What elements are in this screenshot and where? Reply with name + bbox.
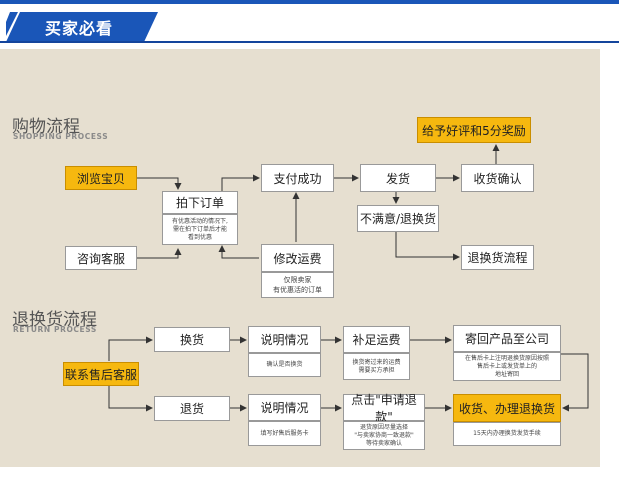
explain-exchange-label: 说明情况 xyxy=(260,333,309,347)
refund-step: 退货 xyxy=(154,396,230,421)
ship-step: 发货 xyxy=(360,164,436,192)
order-note-box: 有优惠活动的情况下, 需在拍下订单后才能 看到优惠 xyxy=(162,214,238,245)
receive-process-label: 收货、办理退换货 xyxy=(458,401,555,416)
return-section-subtitle: RETURN PROCESS xyxy=(13,325,97,334)
send-back-note-line-3: 地址寄回 xyxy=(494,370,519,378)
supplement-shipping-step: 补足运费 xyxy=(343,326,410,353)
apply-note-line-2: "与卖家协商一致退款" xyxy=(354,431,414,439)
receipt-confirm-step: 收货确认 xyxy=(461,164,534,192)
header-tab-shape xyxy=(6,12,158,42)
refund-label: 退货 xyxy=(179,402,204,416)
return-flow-step: 退换货流程 xyxy=(461,245,534,270)
explain-exchange-step: 说明情况 xyxy=(248,326,321,353)
explain-exchange-note-box: 确认是否换货 xyxy=(248,353,321,377)
receive-process-note-box: 15天内办理换货发货手续 xyxy=(453,422,561,446)
send-back-label: 寄回产品至公司 xyxy=(464,332,549,346)
unsatisfied-label: 不满意/退换货 xyxy=(359,212,437,226)
header-underline xyxy=(0,41,619,43)
explain-refund-step: 说明情况 xyxy=(248,394,321,421)
header-bar: 买家必看 xyxy=(0,0,619,44)
exchange-step: 换货 xyxy=(154,327,230,352)
order-note-line-2: 需在拍下订单后才能 xyxy=(172,225,227,233)
modify-shipping-label: 修改运费 xyxy=(273,251,322,266)
supplement-note-line-1: 换货寄过来的运费 xyxy=(352,358,401,366)
consult-step: 咨询客服 xyxy=(65,246,137,270)
receive-process-step: 收货、办理退换货 xyxy=(453,394,561,422)
explain-refund-label: 说明情况 xyxy=(260,401,309,415)
apply-refund-note-box: 退货原因尽量选择 "与卖家协商一致退款" 等待卖家确认 xyxy=(343,421,425,450)
shopping-section-subtitle: SHOPPING PROCESS xyxy=(13,132,109,141)
shopping-section-title: 购物流程 xyxy=(12,117,80,137)
supplement-shipping-note-box: 换货寄过来的运费 需要买方承担 xyxy=(343,353,410,380)
send-back-note-line-1: 在售后卡上注明退换货原因按照 xyxy=(464,354,549,362)
exchange-label: 换货 xyxy=(179,333,204,347)
order-note-line-1: 有优惠活动的情况下, xyxy=(172,217,228,225)
order-label: 拍下订单 xyxy=(175,196,224,210)
apply-refund-step: 点击"申请退款" xyxy=(343,393,425,424)
order-note-line-3: 看到优惠 xyxy=(187,233,212,241)
contact-aftersales-label: 联系售后客服 xyxy=(64,367,137,382)
modify-shipping-note-box: 仅限卖家 有优惠活的订单 xyxy=(261,272,334,298)
apply-note-line-3: 等待卖家确认 xyxy=(365,439,402,447)
send-back-note-line-2: 售后卡上或发货单上的 xyxy=(476,362,537,370)
explain-refund-note: 填写好售后服务卡 xyxy=(260,429,309,437)
modify-shipping-step: 修改运费 xyxy=(261,244,334,272)
pay-success-step: 支付成功 xyxy=(261,164,334,192)
consult-label: 咨询客服 xyxy=(76,251,125,266)
header-stripe xyxy=(0,0,619,4)
pay-success-label: 支付成功 xyxy=(273,171,322,186)
order-step: 拍下订单 xyxy=(162,191,238,214)
browse-label: 浏览宝贝 xyxy=(76,171,125,186)
supplement-note-line-2: 需要买方承担 xyxy=(358,366,395,374)
review-reward-step: 给予好评和5分奖励 xyxy=(417,117,531,143)
modify-note-line-2: 有优惠活的订单 xyxy=(273,286,322,294)
apply-refund-label: 点击"申请退款" xyxy=(351,392,417,424)
modify-note-line-1: 仅限卖家 xyxy=(283,276,312,284)
page-title: 买家必看 xyxy=(45,19,114,38)
unsatisfied-step: 不满意/退换货 xyxy=(357,205,439,232)
apply-note-line-1: 退货原因尽量选择 xyxy=(359,423,408,431)
ship-label: 发货 xyxy=(385,171,410,186)
explain-exchange-note: 确认是否换货 xyxy=(266,361,303,368)
return-section-title: 退换货流程 xyxy=(12,310,97,330)
receive-process-note: 15天内办理换货发货手续 xyxy=(473,430,541,437)
explain-refund-note-box: 填写好售后服务卡 xyxy=(248,421,321,446)
send-back-step: 寄回产品至公司 xyxy=(453,325,561,352)
send-back-note-box: 在售后卡上注明退换货原因按照 售后卡上或发货单上的 地址寄回 xyxy=(453,352,561,381)
return-flow-label: 退换货流程 xyxy=(467,251,528,265)
review-reward-label: 给予好评和5分奖励 xyxy=(422,123,526,138)
browse-step: 浏览宝贝 xyxy=(65,166,137,190)
contact-aftersales-step: 联系售后客服 xyxy=(63,362,139,386)
supplement-shipping-label: 补足运费 xyxy=(352,333,401,347)
receipt-confirm-label: 收货确认 xyxy=(473,171,522,186)
